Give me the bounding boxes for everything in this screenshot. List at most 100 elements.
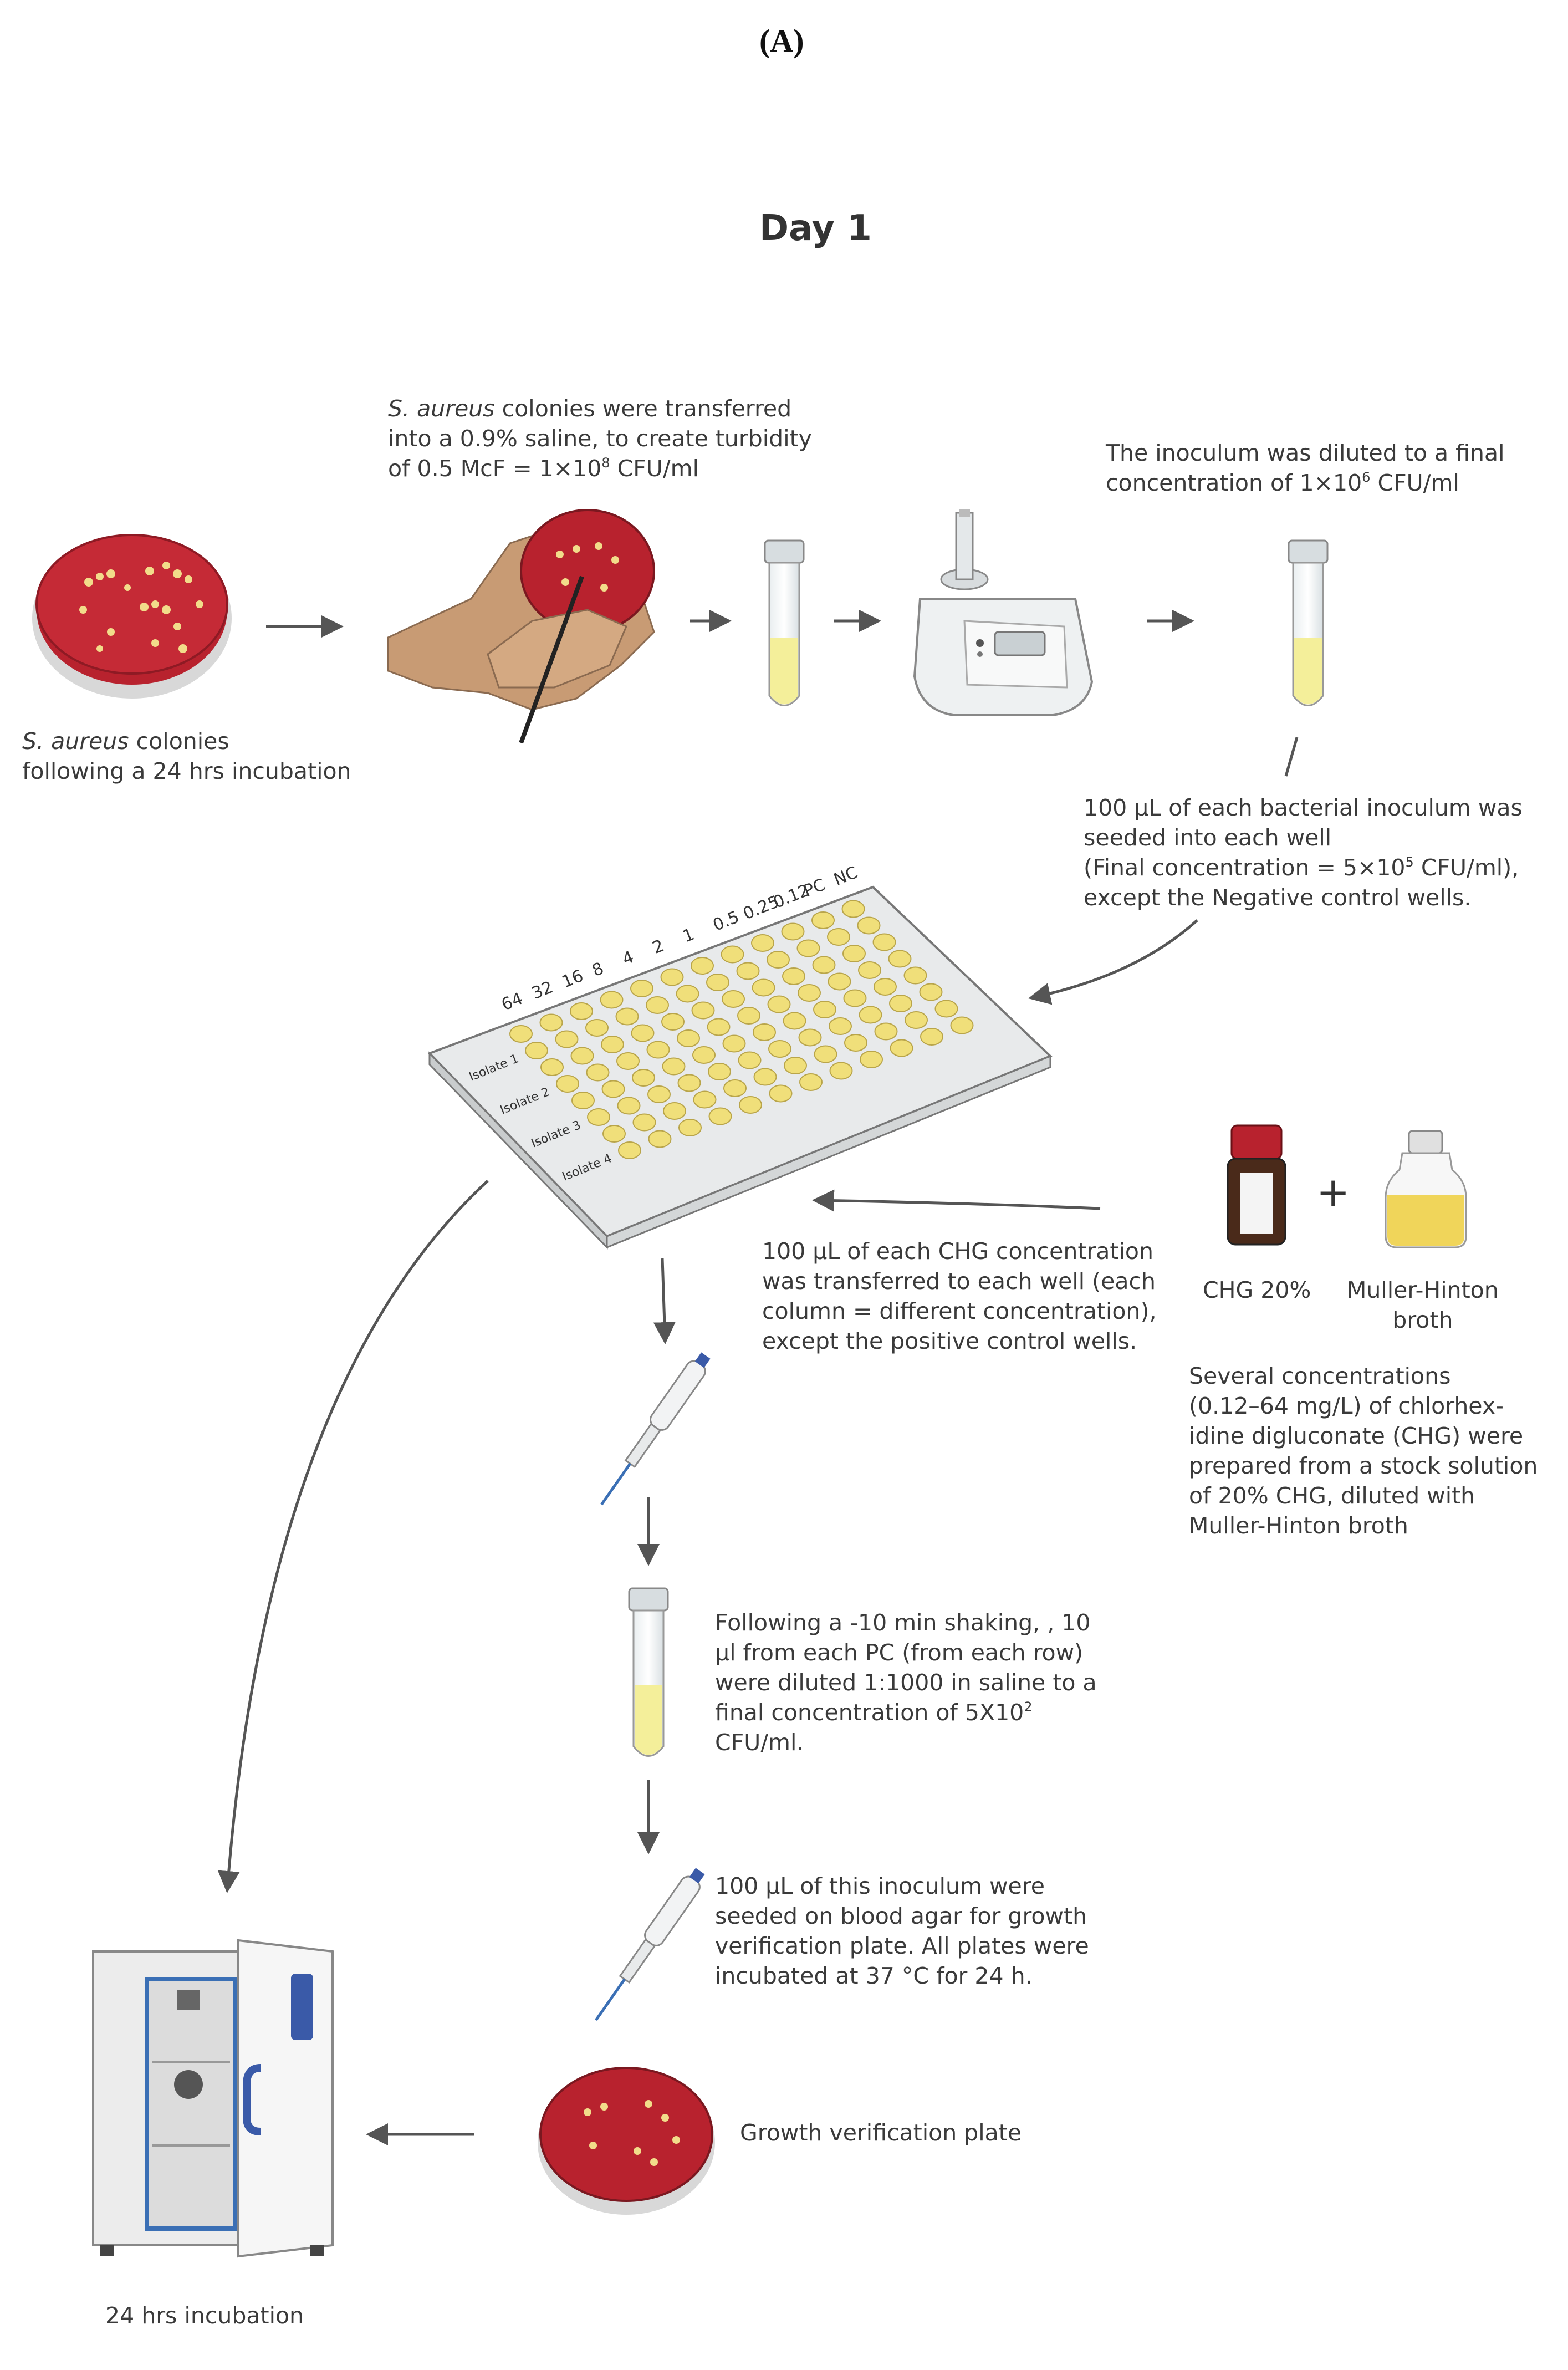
- concentrations-line4: prepared from a stock solution: [1189, 1452, 1538, 1479]
- shaking-line4a: final concentration of 5X10: [715, 1699, 1024, 1726]
- plate-well: [721, 945, 744, 964]
- growth-verification-plate-icon: [538, 2067, 715, 2215]
- plate-well: [934, 1000, 958, 1018]
- plate-column-label: 16: [559, 966, 586, 992]
- plate-well: [769, 1084, 793, 1103]
- colonies-species: S. aureus: [22, 728, 129, 755]
- incubation-label: 24 hrs incubation: [105, 2302, 304, 2329]
- mh-line1: Muller-Hinton: [1347, 1277, 1499, 1303]
- plate-well: [647, 1085, 671, 1103]
- plate-well: [587, 1108, 610, 1126]
- plate-well: [860, 1051, 883, 1068]
- plate-well: [919, 983, 943, 1001]
- seeded-line4: except the Negative control wells.: [1084, 884, 1472, 911]
- chg-transfer-line3: column = different concentration),: [762, 1298, 1157, 1324]
- plate-well: [601, 1080, 625, 1098]
- plate-well: [663, 1102, 686, 1120]
- plate-well: [677, 1029, 700, 1047]
- seeded-line2: seeded into each well: [1084, 824, 1332, 851]
- mh-line2: broth: [1392, 1307, 1453, 1333]
- plate-well: [753, 1023, 776, 1041]
- plate-well: [738, 1051, 762, 1069]
- plate-well: [631, 1024, 655, 1042]
- chg-bottle-label: CHG 20%: [1203, 1277, 1311, 1303]
- plate-well: [617, 1097, 641, 1115]
- plate-well: [798, 1028, 822, 1047]
- plate-well: [677, 1074, 701, 1092]
- growth-plate-label: Growth verification plate: [740, 2119, 1022, 2146]
- plate-column-label: 8: [589, 959, 606, 981]
- plate-well: [678, 1119, 702, 1136]
- plate-well: [890, 1039, 913, 1057]
- plate-well: [692, 1046, 716, 1064]
- chg-bottle: [1227, 1124, 1286, 1246]
- plate-well: [555, 1030, 579, 1048]
- pipette-2: [595, 1868, 705, 2021]
- plate-well: [950, 1016, 974, 1034]
- plate-well: [540, 1058, 564, 1076]
- plate-well: [857, 916, 881, 935]
- diluted-inoculum-tube: [1288, 539, 1329, 706]
- diluted-exponent: 6: [1362, 470, 1371, 485]
- plate-well: [782, 967, 805, 985]
- chg-transfer-caption: 100 μL of each CHG concentration was tra…: [762, 1236, 1157, 1356]
- flow-arrows: [217, 610, 1299, 2145]
- plate-well: [798, 984, 821, 1002]
- plate-well: [859, 1006, 882, 1024]
- plate-well: [723, 1079, 747, 1097]
- concentrations-line3: idine digluconate (CHG) were: [1189, 1423, 1524, 1449]
- plate-well: [556, 1075, 579, 1093]
- plate-well: [525, 1042, 548, 1059]
- plate-well: [691, 1001, 715, 1020]
- plate-well: [691, 957, 714, 975]
- plate-column-label: 32: [529, 977, 556, 1003]
- plate-well: [768, 1040, 791, 1058]
- verification-line1: 100 μL of this inoculum were: [715, 1873, 1045, 1899]
- seeded-exponent: 5: [1405, 854, 1414, 870]
- plate-well: [889, 995, 912, 1012]
- verification-caption: 100 μL of this inoculum were seeded on b…: [715, 1871, 1089, 1991]
- plate-well: [570, 1002, 593, 1020]
- plate-well: [570, 1047, 594, 1065]
- plate-well: [767, 951, 790, 969]
- plate-well: [600, 991, 624, 1009]
- diagram-title: Day 1: [759, 208, 872, 249]
- chg-transfer-line4: except the positive control wells.: [762, 1328, 1137, 1354]
- plate-well: [676, 985, 699, 1003]
- incubator-icon: [92, 1939, 334, 2258]
- colonies-line2: following a 24 hrs incubation: [22, 758, 351, 784]
- plate-well: [618, 1141, 641, 1159]
- plate-well: [827, 928, 850, 946]
- plate-well: [585, 1019, 609, 1037]
- plate-well: [781, 922, 805, 941]
- plate-well: [707, 1018, 731, 1036]
- plate-column-label: 64: [499, 989, 526, 1015]
- plate-well: [828, 972, 851, 991]
- plate-well: [751, 934, 774, 952]
- plate-well: [646, 996, 669, 1014]
- plate-well: [812, 956, 836, 974]
- chg-transfer-line2: was transferred to each well (each: [762, 1268, 1156, 1294]
- pipette-1: [600, 1352, 711, 1506]
- chg-transfer-line1: 100 μL of each CHG concentration: [762, 1238, 1153, 1265]
- plate-well: [811, 911, 835, 929]
- plate-well: [888, 950, 912, 968]
- plate-well: [874, 978, 897, 996]
- diluted-line2b: CFU/ml: [1370, 470, 1459, 496]
- plate-well: [739, 1096, 762, 1114]
- shaking-line5: CFU/ml.: [715, 1729, 804, 1756]
- transfer-caption: S. aureus colonies were transferred into…: [388, 394, 812, 483]
- plate-well: [920, 1028, 943, 1046]
- petri-dish-colonies: [32, 534, 232, 699]
- plus-sign: +: [1316, 1169, 1350, 1215]
- plate-well: [602, 1125, 626, 1143]
- plate-well: [571, 1092, 595, 1109]
- verification-line2: seeded on blood agar for growth: [715, 1903, 1087, 1929]
- plate-well: [706, 974, 729, 991]
- saline-tube-1: [764, 539, 805, 706]
- transfer-text: colonies were transferred: [494, 395, 792, 422]
- plate-well: [752, 978, 775, 997]
- plate-well: [722, 1034, 746, 1053]
- concentrations-line2: (0.12–64 mg/L) of chlorhex-: [1189, 1393, 1504, 1419]
- concentrations-caption: Several concentrations (0.12–64 mg/L) of…: [1189, 1361, 1538, 1541]
